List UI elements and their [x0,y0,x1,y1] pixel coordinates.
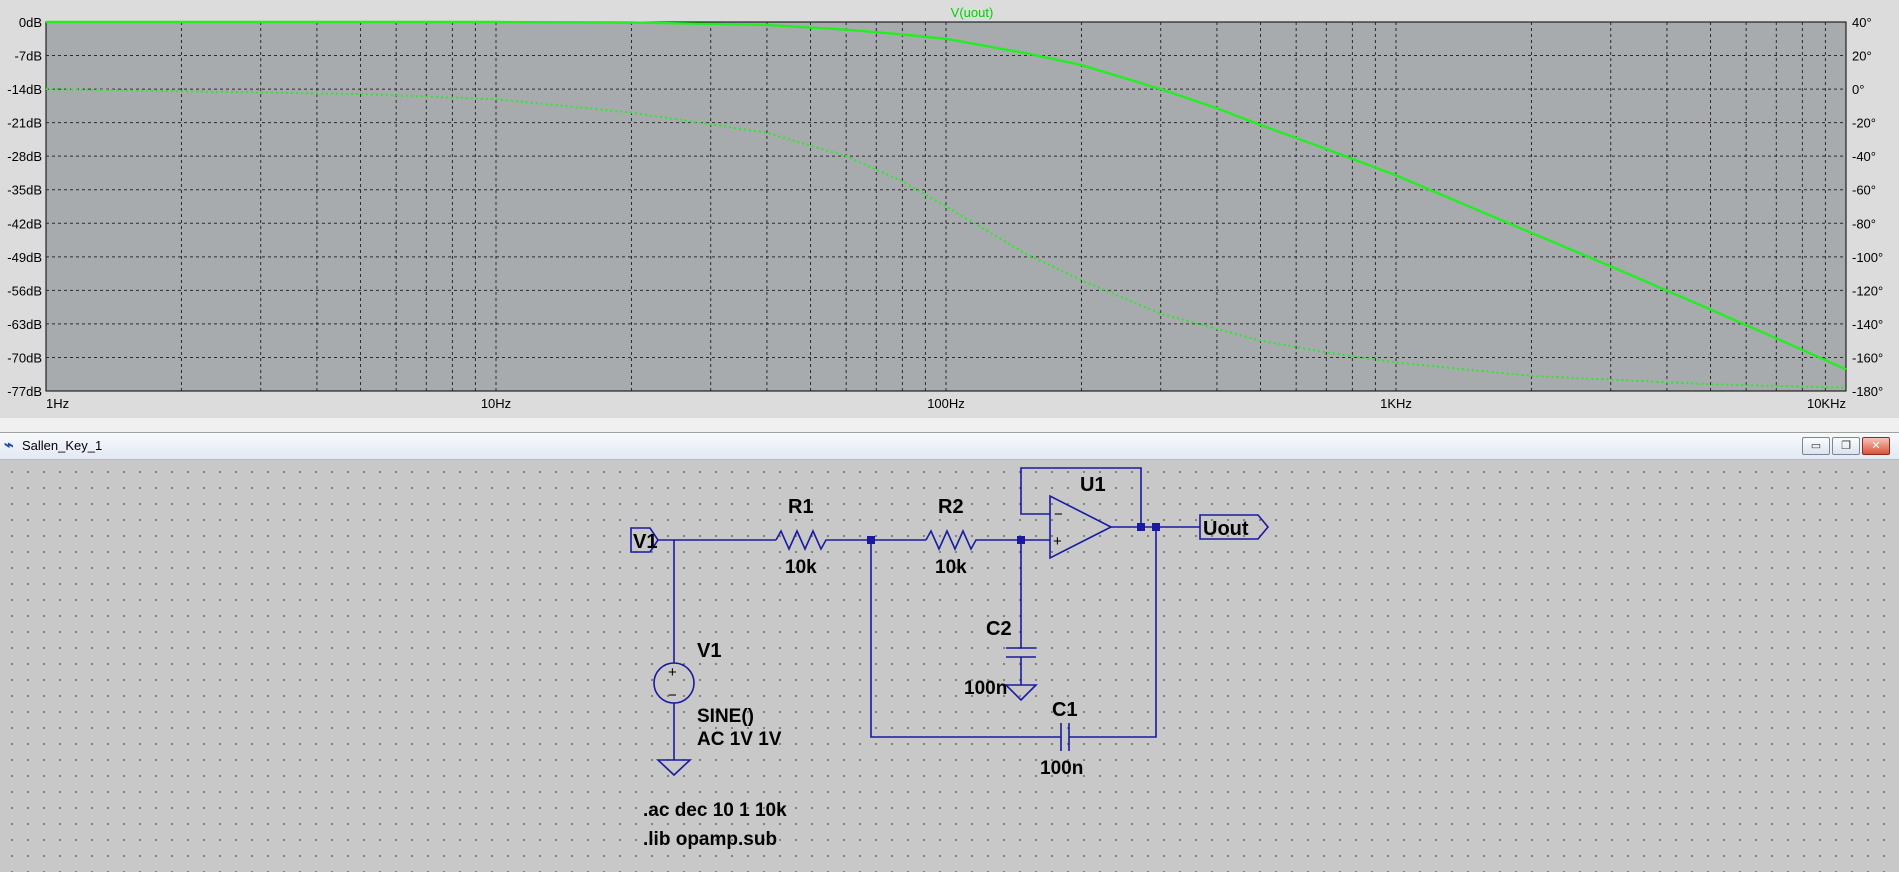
y-tick-label-left: -77dB [7,384,42,399]
r1-value[interactable]: 10k [785,557,817,578]
y-tick-label-left: -49dB [7,250,42,265]
input-port-label[interactable]: V1 [633,531,657,553]
x-tick-label: 10Hz [481,396,511,411]
trace-title[interactable]: V(uout) [951,5,994,20]
x-tick-label: 100Hz [927,396,965,411]
y-tick-label-right: -60° [1852,183,1876,198]
c2-name[interactable]: C2 [986,618,1012,640]
close-button[interactable]: ✕ [1862,437,1890,455]
window-title: Sallen_Key_1 [22,438,102,453]
y-tick-label-left: -28dB [7,149,42,164]
v1-value-sine[interactable]: SINE() [697,706,754,727]
junction-dot [1137,523,1145,531]
r1-name[interactable]: R1 [788,496,814,518]
y-tick-label-right: -80° [1852,216,1876,231]
y-tick-label-left: 0dB [19,15,42,30]
minimize-button[interactable]: ▭ [1802,437,1830,455]
source-minus-sign: − [668,687,677,704]
schematic-drawing[interactable]: − + + − V1 Uout R1 10k R2 10k U1 C2 100n [0,460,1899,872]
y-tick-label-right: -180° [1852,384,1883,399]
y-tick-label-left: -21dB [7,116,42,131]
restore-button[interactable]: ❐ [1832,437,1860,455]
y-tick-label-left: -35dB [7,183,42,198]
c1-value[interactable]: 100n [1040,758,1083,779]
opamp-plus-sign: + [1053,533,1062,550]
y-tick-label-right: 20° [1852,49,1872,64]
y-tick-label-right: 40° [1852,15,1872,30]
x-tick-label: 1Hz [46,396,69,411]
x-tick-label: 1KHz [1380,396,1412,411]
bode-plot[interactable]: 0dB -7dB -14dB -21dB -28dB -35dB -42dB -49dB -56… [0,0,1899,418]
y-tick-label-left: -70dB [7,350,42,365]
waveform-plot-pane[interactable]: 0dB -7dB -14dB -21dB -28dB -35dB -42dB -49dB -56… [0,0,1899,418]
y-tick-label-right: -40° [1852,149,1876,164]
junction-dot [1152,523,1160,531]
spice-directive-ac[interactable]: .ac dec 10 1 10k [643,800,787,821]
r2-name[interactable]: R2 [938,496,964,518]
y-tick-label-right: -160° [1852,350,1883,365]
ground-c2-icon[interactable] [1006,685,1036,700]
y-tick-label-right: 0° [1852,82,1864,97]
x-tick-label: 10KHz [1807,396,1846,411]
y-tick-label-left: -14dB [7,82,42,97]
opamp-minus-sign: − [1054,506,1063,523]
resistor-r1[interactable] [776,531,830,549]
c2-value[interactable]: 100n [964,678,1007,699]
ltspice-schematic-icon: ⌁ [4,437,20,455]
y-tick-label-left: -7dB [15,49,42,64]
y-tick-label-right: -120° [1852,283,1883,298]
u1-name[interactable]: U1 [1080,474,1106,496]
wire-c1-output[interactable] [1069,527,1156,737]
y-tick-label-right: -20° [1852,116,1876,131]
spice-directive-lib[interactable]: .lib opamp.sub [643,829,777,850]
junction-dot [1017,536,1025,544]
v1-name[interactable]: V1 [697,640,721,662]
source-plus-sign: + [668,664,677,681]
ground-v1-icon[interactable] [658,760,690,775]
output-port-label[interactable]: Uout [1203,518,1249,540]
resistor-r2[interactable] [926,531,980,549]
y-tick-label-left: -42dB [7,216,42,231]
y-tick-label-left: -63dB [7,317,42,332]
y-tick-label-left: -56dB [7,283,42,298]
c1-name[interactable]: C1 [1052,699,1078,721]
y-tick-label-right: -140° [1852,317,1883,332]
y-tick-label-right: -100° [1852,250,1883,265]
v1-value-ac[interactable]: AC 1V 1V [697,729,782,750]
window-titlebar[interactable]: ⌁ Sallen_Key_1 ▭ ❐ ✕ [0,433,1899,460]
junction-dot [867,536,875,544]
schematic-canvas[interactable]: − + + − V1 Uout R1 10k R2 10k U1 C2 100n [0,460,1899,872]
r2-value[interactable]: 10k [935,557,967,578]
schematic-window: ⌁ Sallen_Key_1 ▭ ❐ ✕ [0,432,1899,872]
